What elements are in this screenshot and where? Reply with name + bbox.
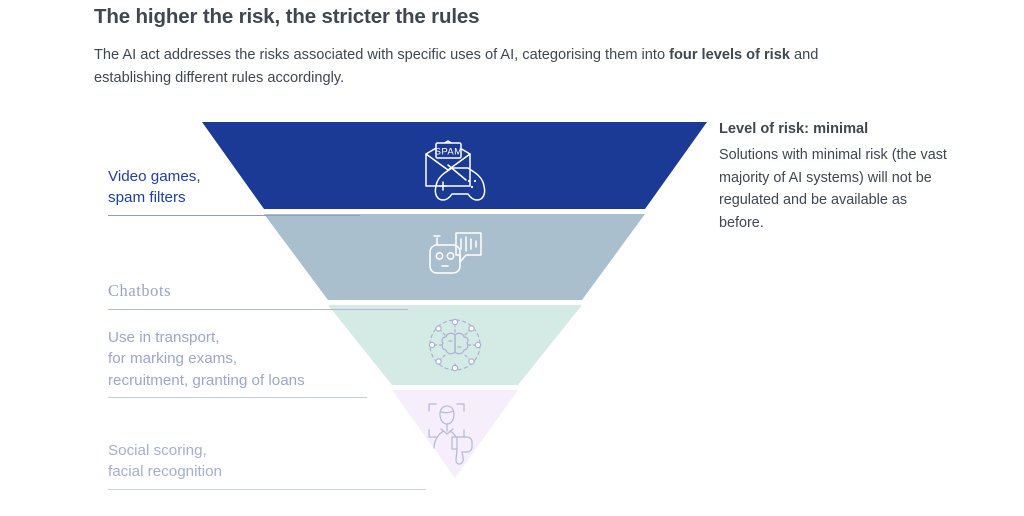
header-block: The higher the risk, the stricter the ru… — [94, 4, 914, 91]
page-title: The higher the risk, the stricter the ru… — [94, 5, 480, 28]
tier-label-minimal-rule — [108, 214, 360, 216]
intro-text-part2: and establishing different rules accordi… — [94, 46, 819, 87]
tier-label-limited[interactable]: Chatbots — [108, 256, 408, 338]
tier-label-high-rule — [108, 397, 367, 399]
intro-emphasis: four levels of risk — [669, 46, 790, 63]
risk-panel-title: Level of risk: minimal — [719, 121, 869, 137]
facial-recognition-thumbs-down-icon — [428, 403, 473, 465]
risk-detail-panel: Level of risk: minimal Solutions with mi… — [719, 120, 954, 234]
tier-label-limited-text: Chatbots — [108, 281, 172, 301]
svg-text:SPAM: SPAM — [435, 146, 463, 157]
risk-panel-body: Solutions with minimal risk (the vast ma… — [719, 146, 947, 231]
tier-label-unacceptable-rule — [108, 488, 426, 490]
intro-paragraph: The AI act addresses the risks associate… — [94, 44, 894, 91]
intro-text-part1: The AI act addresses the risks associate… — [94, 46, 670, 63]
tier-label-high-text: Use in transport, for marking exams, rec… — [108, 328, 305, 389]
tier-label-limited-rule — [108, 308, 408, 310]
tier-label-unacceptable-text: Social scoring, facial recognition — [108, 441, 222, 481]
spam-envelope-gamepad-icon: SPAM — [425, 140, 486, 201]
chatbot-robot-icon — [429, 232, 482, 274]
tier-label-unacceptable[interactable]: Social scoring, facial recognition — [108, 418, 426, 516]
brain-network-icon — [428, 318, 482, 372]
tier-label-minimal-text: Video games, spam filters — [108, 167, 201, 207]
tier-label-minimal[interactable]: Video games, spam filters — [108, 144, 360, 242]
tier-label-high[interactable]: Use in transport, for marking exams, rec… — [108, 305, 367, 425]
